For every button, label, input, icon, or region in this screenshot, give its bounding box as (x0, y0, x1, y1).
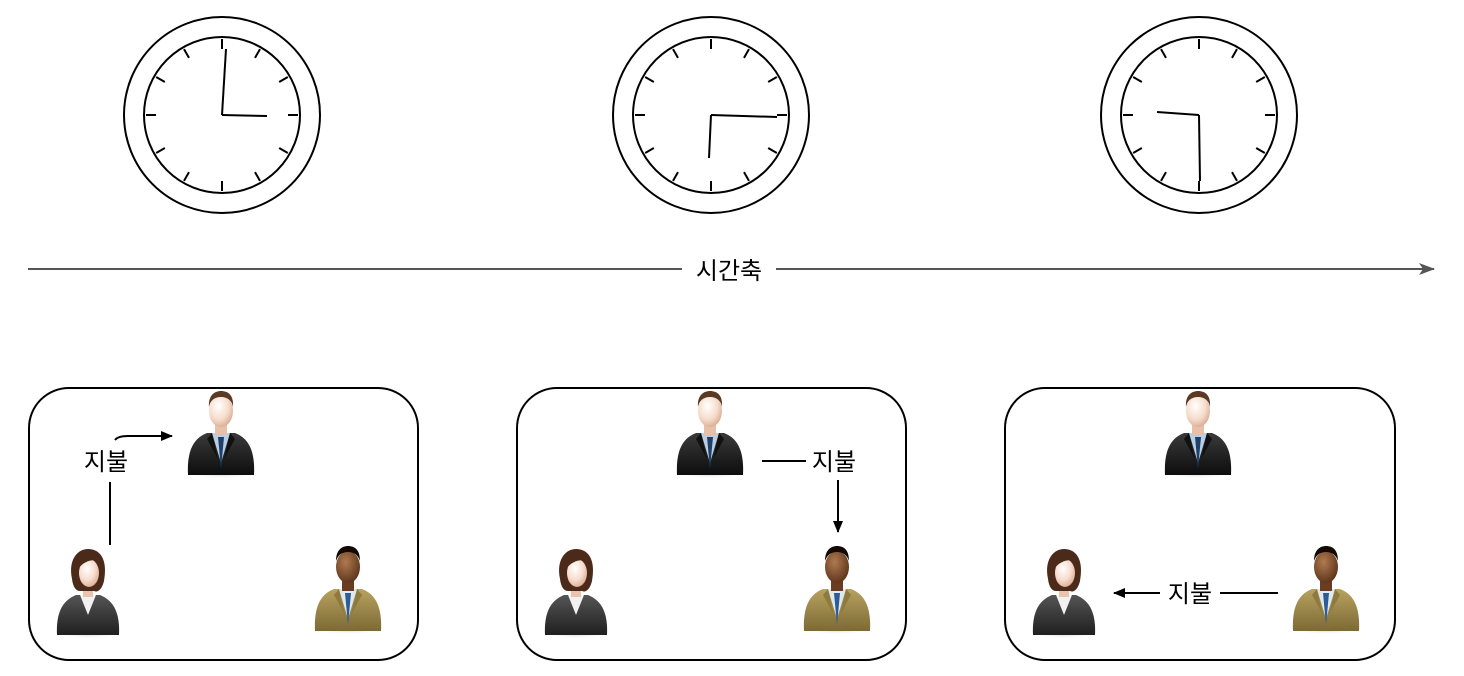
clock-2-hour-hand (708, 114, 712, 159)
clock-hour-tick (183, 171, 190, 182)
clock-hour-tick (254, 171, 261, 182)
clock-2-face (632, 36, 790, 194)
panel-1-payment-label: 지불 (84, 448, 128, 476)
panel-2-frame (516, 387, 907, 661)
clock-hour-tick (254, 48, 261, 59)
clock-1 (123, 16, 321, 214)
clock-3 (1100, 16, 1298, 214)
clock-2-minute-hand (710, 114, 778, 118)
clock-hour-tick (155, 147, 166, 154)
clock-3-face (1120, 36, 1278, 194)
panel-1-payment-arrow (114, 431, 173, 441)
clock-hour-tick (1255, 147, 1266, 154)
clock-hour-tick (1231, 48, 1238, 59)
clock-hour-tick (743, 48, 750, 59)
clock-hour-tick (767, 76, 778, 83)
clock-1-outer-ring (123, 16, 321, 214)
clock-1-minute-hand (221, 48, 227, 116)
clock-2 (612, 16, 810, 214)
clock-3-outer-ring (1100, 16, 1298, 214)
panel-3-frame (1004, 387, 1396, 661)
panel-1-frame (28, 387, 419, 661)
clock-hour-tick (644, 147, 655, 154)
clock-3-minute-hand (1198, 114, 1201, 182)
clock-3-hour-hand (1156, 111, 1200, 116)
panel-2: 지불 (516, 387, 907, 661)
clock-hour-tick (1160, 171, 1167, 182)
panel-1: 지불 (28, 387, 419, 661)
clock-hour-tick (1160, 48, 1167, 59)
clock-hour-tick (1231, 171, 1238, 182)
clock-2-outer-ring (612, 16, 810, 214)
panel-2-payment-label: 지불 (812, 448, 856, 476)
clock-1-face (143, 36, 301, 194)
clock-1-ticks (146, 39, 298, 191)
clock-hour-tick (672, 171, 679, 182)
panel-3-payment-label: 지불 (1168, 580, 1212, 608)
clock-2-ticks (635, 39, 787, 191)
clock-hour-tick (672, 48, 679, 59)
clock-1-hour-hand (221, 114, 268, 117)
clock-hour-tick (278, 76, 289, 83)
panel-3: 지불 (1004, 387, 1396, 661)
clock-hour-tick (1255, 76, 1266, 83)
clock-hour-tick (1132, 76, 1143, 83)
clock-hour-tick (767, 147, 778, 154)
clock-hour-tick (1132, 147, 1143, 154)
clock-hour-tick (644, 76, 655, 83)
clock-hour-tick (183, 48, 190, 59)
clock-hour-tick (155, 76, 166, 83)
time-axis-label: 시간축 (696, 257, 762, 285)
clock-hour-tick (743, 171, 750, 182)
clock-3-ticks (1123, 39, 1275, 191)
clock-hour-tick (278, 147, 289, 154)
